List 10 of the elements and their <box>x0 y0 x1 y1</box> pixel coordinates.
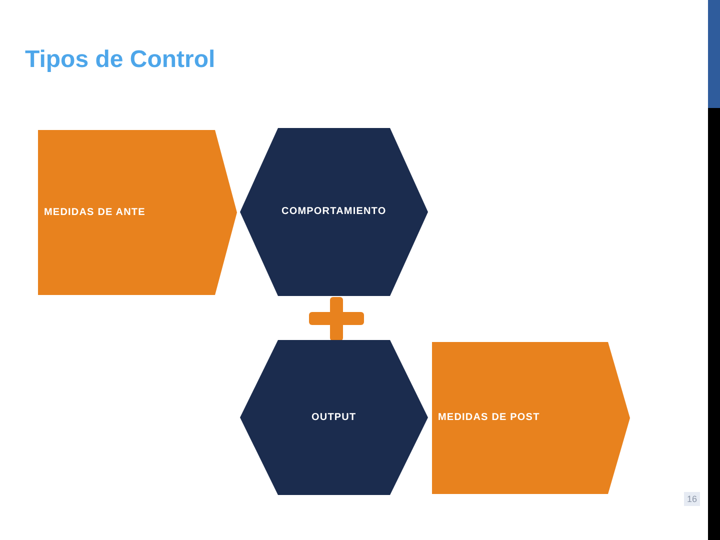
node-label: MEDIDAS DE ANTE <box>44 206 146 218</box>
hexagon-shape <box>240 128 428 296</box>
page-number: 16 <box>684 492 700 506</box>
chevron-shape <box>38 130 237 295</box>
chevron-shape <box>432 342 630 494</box>
slide-title: Tipos de Control <box>25 46 216 74</box>
node-label: COMPORTAMIENTO <box>282 206 386 218</box>
node-label: MEDIDAS DE POST <box>438 412 540 424</box>
node-label: OUTPUT <box>312 412 356 424</box>
hexagon-shape <box>240 340 428 495</box>
